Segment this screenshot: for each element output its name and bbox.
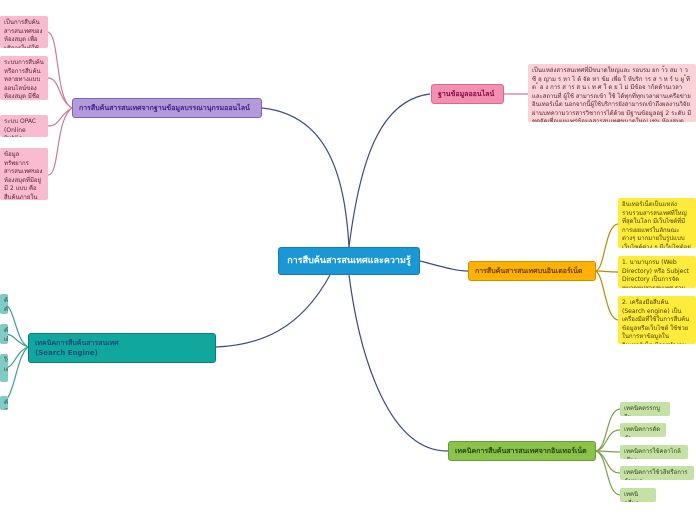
link-center-library [261, 107, 350, 248]
branch-library-search[interactable]: การสืบค้นสารสนเทศจากฐานข้อมูลบรรณานุกรมอ… [72, 98, 262, 118]
link-center-internet [419, 260, 469, 272]
library-note-4[interactable]: ข้อมูลทรัพยากรสารสนเทศของห้องสมุดที่มีอย… [0, 148, 48, 200]
online-database-note[interactable]: เป็นแหล่งสารสนเทศที่มีขนาดใหญ่และ รอบรม … [528, 64, 696, 122]
link-library-note-2 [47, 77, 73, 109]
link-center-online [348, 93, 431, 248]
link-library-note-4 [47, 107, 73, 176]
search-note-4[interactable]: คำพ้อง [0, 396, 8, 410]
center-topic[interactable]: การสืบค้นสารสนเทศและความรู้ [278, 247, 420, 275]
branch-online-database[interactable]: ฐานข้อมูลออนไลน์ [431, 84, 504, 104]
link-tech-note-2 [595, 429, 621, 452]
technique-note-1[interactable]: เทคนิคตรรกบูลีน [620, 402, 670, 416]
search-engine-subtitle: (Search Engine) [35, 349, 98, 357]
library-note-3[interactable]: ระบบ OPAC (Online Public Access Catalog)… [0, 115, 48, 137]
link-internet-note-2 [595, 270, 619, 273]
search-note-2[interactable]: คำเดี่ยว [0, 324, 8, 344]
technique-note-4[interactable]: เทคนิคการใช้วลีหรือการกำหนด [620, 466, 694, 480]
search-note-1[interactable]: ค้นหาคำ [0, 294, 8, 314]
internet-note-2[interactable]: 1. นามานุกรม (Web Directory) หรือ Subjec… [618, 256, 696, 288]
search-engine-title: เทคนิคการสืบค้นสารสนเทศ [35, 339, 119, 347]
library-note-1[interactable]: เป็นการสืบค้นสารสนเทศของห้องสมุด เพื่อบร… [0, 16, 48, 48]
internet-note-1[interactable]: อินเทอร์เน็ตเป็นแหล่งรวบรวมสารสนเทศที่ให… [618, 198, 696, 248]
technique-note-3[interactable]: เทคนิคการใช้คลาไกล้เคียง [620, 445, 688, 459]
link-center-techniques [348, 274, 449, 452]
branch-search-techniques[interactable]: เทคนิคการสืบค้นสารสนเทศจากอินเทอร์เน็ต [448, 441, 596, 461]
link-library-note-1 [47, 31, 73, 109]
branch-search-engine[interactable]: เทคนิคการสืบค้นสารสนเทศ (Search Engine) [28, 333, 216, 363]
library-note-2[interactable]: ระบบการสืบค้นหรือการสืบค้นหลายทางแบบออนไ… [0, 56, 48, 100]
branch-internet-search[interactable]: การสืบค้นสารสนเทศบนอินเตอร์เน็ต [468, 261, 596, 281]
technique-note-5[interactable]: เทคนิคอื่นๆ [620, 488, 656, 502]
internet-note-3[interactable]: 2. เครื่องมือสืบค้น (Search engine) เป็น… [618, 296, 696, 344]
link-internet-note-1 [595, 223, 619, 272]
search-note-3[interactable]: ใช้เครื่องหมาย [0, 354, 8, 382]
technique-note-2[interactable]: เทคนิคการตัดคำ [620, 423, 666, 437]
link-center-search [215, 274, 331, 348]
link-tech-note-5 [595, 450, 621, 496]
link-tech-note-3 [595, 450, 621, 453]
link-internet-note-3 [595, 270, 619, 321]
